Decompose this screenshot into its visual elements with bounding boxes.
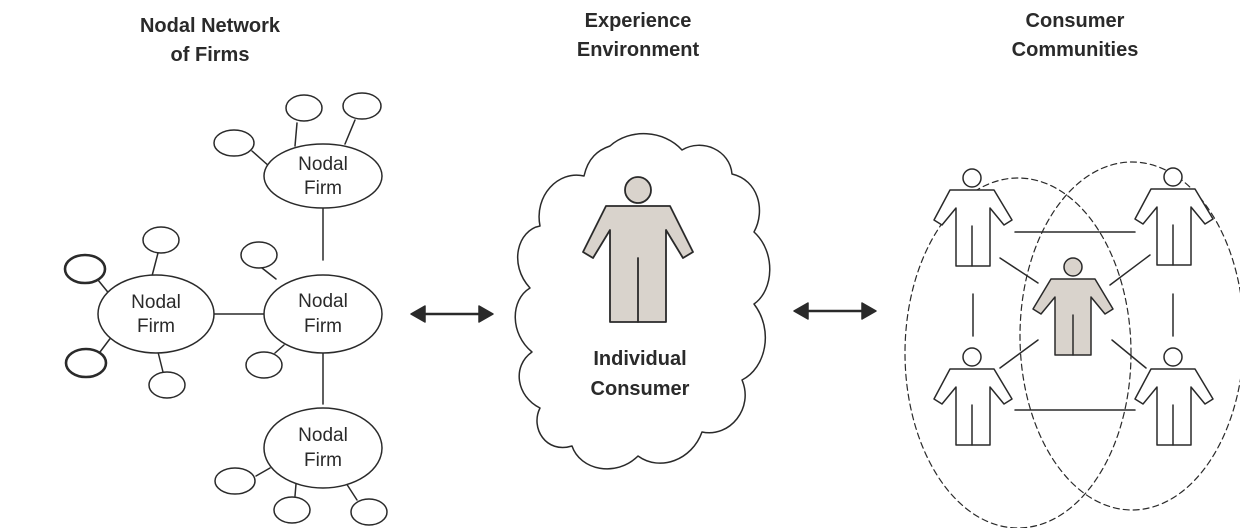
community-link	[1109, 254, 1151, 286]
satellite-node	[63, 253, 107, 285]
title-experience-environment: Experience Environment	[576, 10, 700, 61]
spoke-link	[345, 482, 358, 501]
spoke-link	[261, 267, 277, 280]
double-headed-arrow-icon	[793, 302, 877, 320]
nodal-firm-node	[97, 274, 215, 354]
nodal-firm-label: Nodal Firm	[298, 425, 348, 471]
individual-consumer-person-icon	[582, 176, 694, 323]
double-headed-arrow-icon	[410, 305, 494, 323]
nodal-firm-label-line1: Nodal	[131, 292, 181, 313]
nodal-firm-label: Nodal Firm	[298, 154, 348, 199]
spoke-link	[294, 122, 298, 147]
satellite-node	[350, 498, 388, 526]
community-link	[1111, 339, 1147, 369]
consumer-community	[904, 161, 1240, 528]
nodal-firm-label: Nodal Firm	[298, 291, 348, 337]
spoke-link	[151, 252, 159, 277]
satellite-node	[214, 467, 256, 495]
satellite-node	[342, 92, 382, 120]
community-central-person-icon	[1032, 257, 1114, 356]
nodal-firm-label-line2: Firm	[304, 450, 342, 471]
satellite-node	[142, 226, 180, 254]
community-link	[999, 257, 1039, 284]
nodal-firm-label-line2: Firm	[304, 316, 342, 337]
spoke-link	[294, 483, 297, 497]
nodal-firm-label-line1: Nodal	[298, 291, 348, 312]
satellite-node	[148, 371, 186, 399]
community-person-icon	[933, 347, 1013, 446]
nodal-firm-node	[263, 274, 383, 354]
nodal-firm-label: Nodal Firm	[131, 292, 181, 337]
satellite-node	[64, 347, 108, 379]
individual-consumer-label-line1: Individual	[593, 348, 686, 370]
satellite-node	[285, 94, 323, 122]
satellite-node	[245, 351, 283, 379]
satellite-node	[240, 241, 278, 269]
spoke-link	[274, 344, 285, 354]
nodal-network	[63, 92, 388, 526]
community-ellipse	[1019, 161, 1240, 511]
nodal-firm-node	[263, 407, 383, 489]
experience-cloud-shape	[514, 133, 771, 470]
nodal-firm-label-line2: Firm	[137, 316, 175, 337]
spoke-link	[157, 351, 164, 373]
nodal-firm-label-line1: Nodal	[298, 425, 348, 446]
satellite-node	[213, 129, 255, 157]
community-ellipse	[904, 177, 1132, 528]
spoke-link	[255, 467, 271, 477]
title-consumer-communities: Consumer Communities	[1011, 10, 1139, 61]
individual-consumer-label-line2: Consumer	[591, 378, 690, 400]
satellite-node	[273, 496, 311, 524]
nodal-firm-node	[263, 143, 383, 209]
nodal-firm-label-line1: Nodal	[298, 154, 348, 175]
title-nodal-network: Nodal Network of Firms	[139, 15, 281, 66]
community-person-icon	[933, 168, 1013, 267]
community-link	[999, 339, 1039, 369]
spoke-link	[344, 119, 356, 145]
community-person-icon	[1134, 167, 1214, 266]
nodal-firm-label-line2: Firm	[304, 178, 342, 199]
community-person-icon	[1134, 347, 1214, 446]
